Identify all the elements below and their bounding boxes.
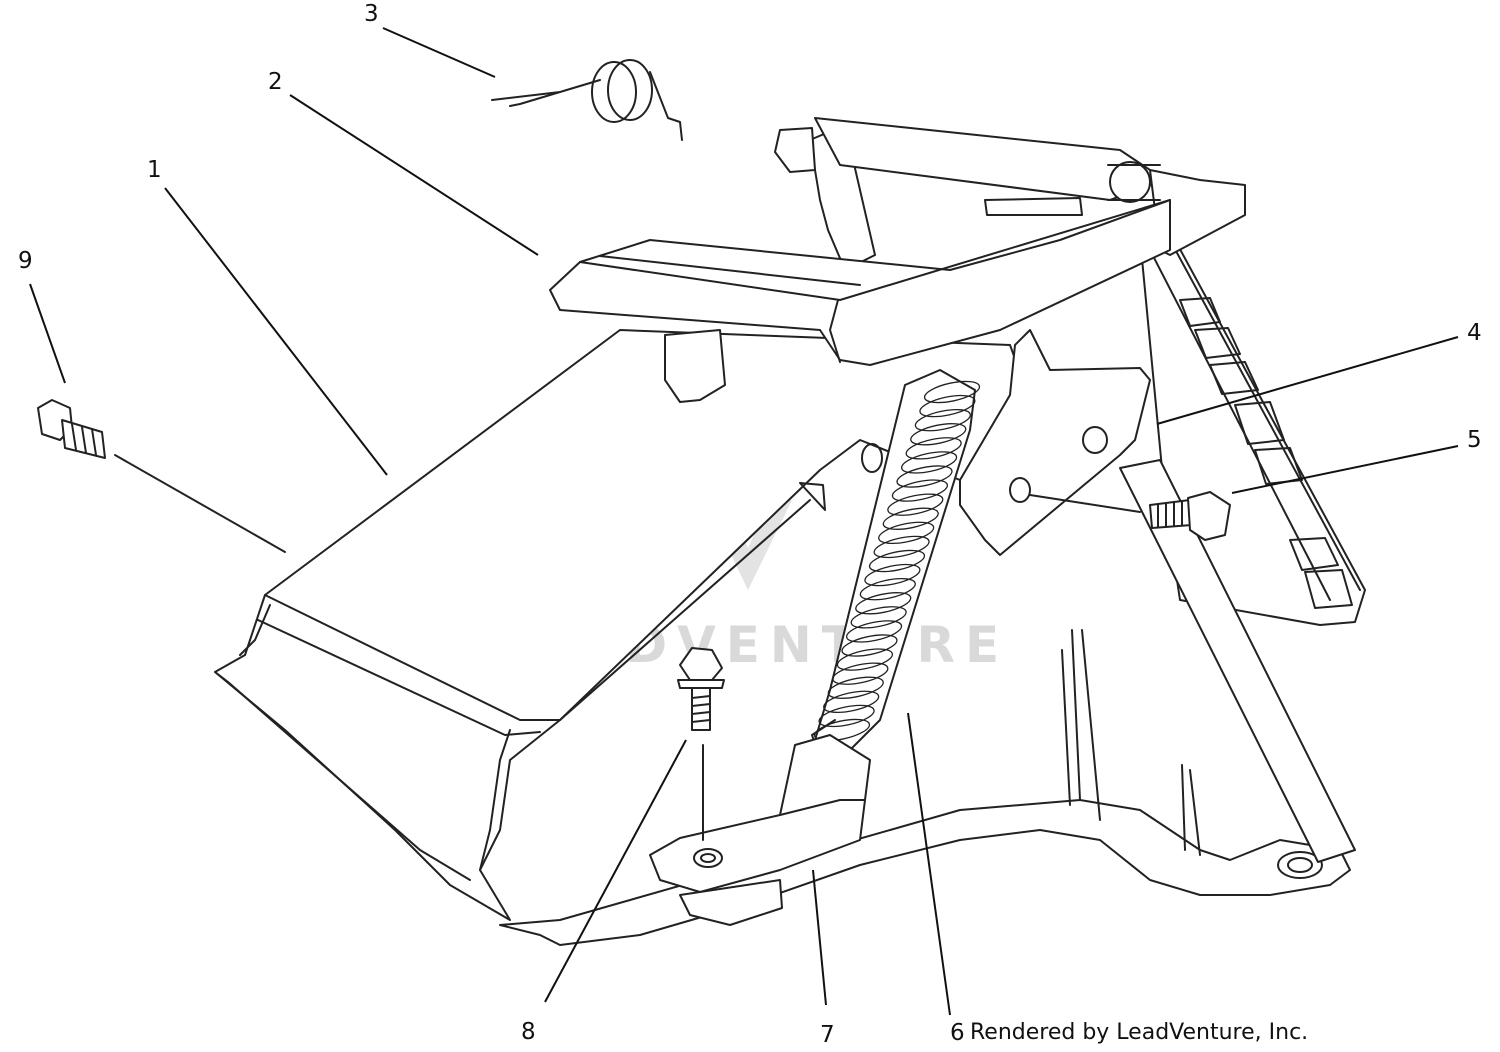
- spring-coil: [868, 549, 926, 573]
- spring-coil: [905, 437, 962, 460]
- spring-coil: [873, 535, 930, 559]
- part-9-bolt: [37, 399, 286, 553]
- part-4-bracket: [959, 329, 1151, 556]
- part-2-pedal: [549, 117, 1246, 403]
- spring-coil: [900, 451, 958, 474]
- spring-coil: [818, 704, 875, 728]
- spring-coil: [823, 690, 880, 714]
- spring-coil: [878, 521, 935, 545]
- part-3-torsion-spring: [491, 59, 683, 141]
- callout-5: 5: [1467, 427, 1482, 453]
- spring-coil: [891, 479, 949, 502]
- spring-coil: [855, 592, 912, 615]
- spring-coil: [841, 634, 898, 657]
- callout-2: 2: [268, 69, 283, 95]
- spring-coil: [882, 507, 939, 530]
- spring-coil: [910, 423, 967, 446]
- callout-8: 8: [521, 1019, 536, 1045]
- leader-lines: [29, 27, 1459, 1016]
- part-6-extension-spring: [811, 369, 981, 785]
- spring-coil: [896, 465, 953, 488]
- spring-coil: [832, 662, 889, 685]
- callout-9: 9: [18, 248, 33, 274]
- callout-7: 7: [820, 1022, 835, 1048]
- spring-coil: [859, 577, 916, 601]
- part-8-bolt: [677, 647, 725, 841]
- spring-coil: [923, 380, 981, 404]
- spring-coil: [864, 563, 921, 587]
- spring-coil: [887, 493, 944, 516]
- spring-coil: [845, 620, 903, 643]
- callout-3: 3: [364, 1, 379, 27]
- spring-coil: [850, 606, 907, 629]
- spring-coil: [827, 676, 884, 699]
- spring-coil: [836, 648, 894, 671]
- spring-coil: [919, 394, 976, 418]
- callout-4: 4: [1467, 320, 1482, 346]
- part-7-arm: [649, 734, 871, 926]
- spring-coil: [914, 408, 971, 432]
- callout-1: 1: [147, 157, 162, 183]
- callout-6: 6: [950, 1020, 965, 1046]
- render-credit: Rendered by LeadVenture, Inc.: [970, 1020, 1308, 1045]
- part-5-bolt: [1149, 491, 1231, 541]
- callout-labels: 3 2 1 9 4 5 8 7 6: [18, 1, 1482, 1048]
- spring-coil: [813, 718, 871, 742]
